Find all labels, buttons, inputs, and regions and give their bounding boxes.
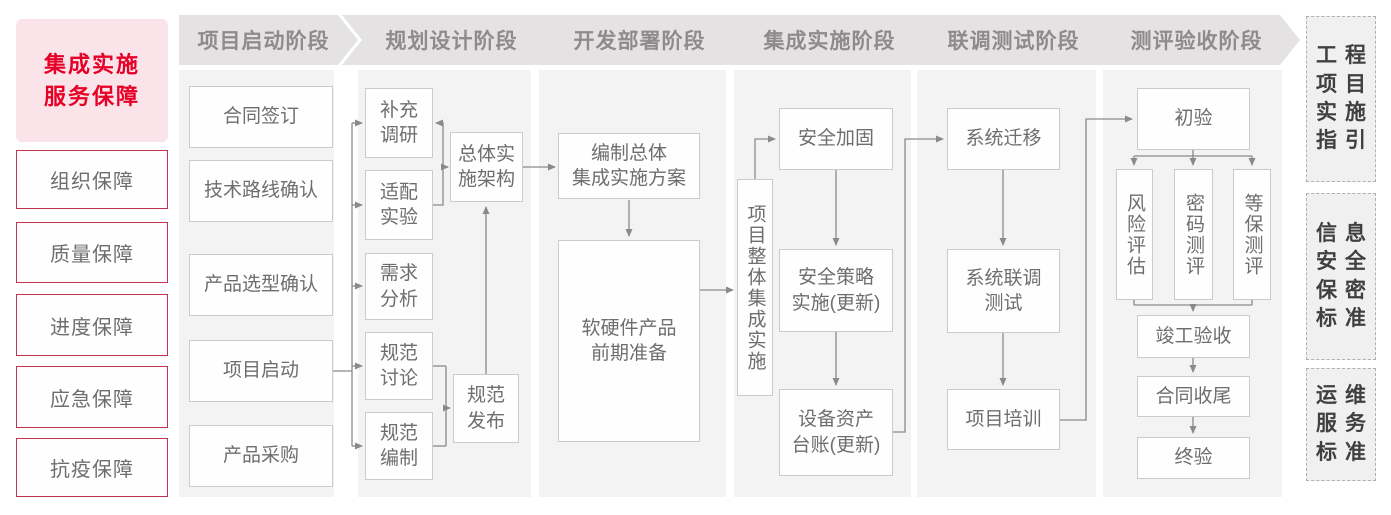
node-project-training: 项目培训 [947,389,1060,450]
node-crypto-evaluation: 密码测评 [1174,169,1213,300]
phase-header-planning-design: 规划设计阶段 [342,15,555,65]
node-system-joint-debug-test: 系统联调 测试 [947,249,1060,333]
node-product-selection-confirm: 产品选型确认 [189,254,333,316]
guard-item-epidemic: 抗疫保障 [16,438,168,497]
node-mlps-evaluation: 等保测评 [1233,169,1271,300]
node-project-kickoff: 项目启动 [189,340,333,402]
node-product-procurement: 产品采购 [189,425,333,487]
node-overall-integration-impl: 项目整体集成实施 [737,179,773,396]
standard-om-service: 运维 服务 标准 [1306,368,1376,481]
node-initial-acceptance: 初验 [1137,88,1250,150]
node-asset-ledger: 设备资产 台账(更新) [779,389,893,476]
standard-engineering-project-guide: 工程 项目 实施 指引 [1306,16,1376,182]
node-contract-signing: 合同签订 [189,86,333,148]
node-overall-impl-architecture: 总体实 施架构 [450,132,523,202]
node-tech-route-confirm: 技术路线确认 [189,160,333,222]
phase-header-development-deployment: 开发部署阶段 [523,15,750,65]
node-compile-overall-plan: 编制总体 集成实施方案 [558,133,700,199]
node-spec-discussion: 规范 讨论 [365,332,433,400]
guard-item-organization: 组织保障 [16,150,168,209]
phase-header-project-kickoff: 项目启动阶段 [179,15,358,65]
node-security-policy-impl: 安全策略 实施(更新) [779,249,893,332]
node-hw-sw-preparation: 软硬件产品 前期准备 [558,240,700,442]
node-contract-closure: 合同收尾 [1137,376,1250,417]
sidebar-title-integration-service-guarantee: 集成实施 服务保障 [16,19,168,142]
node-requirement-analysis: 需求 分析 [365,253,433,320]
node-final-acceptance: 终验 [1137,437,1250,479]
phase-header-integration-implementation: 集成实施阶段 [718,15,935,65]
node-security-hardening: 安全加固 [779,108,893,170]
node-adaptation-experiment: 适配 实验 [365,170,433,240]
standard-info-security-confidentiality: 信息 安全 保密 标准 [1306,193,1376,360]
node-supplementary-research: 补充 调研 [365,88,433,158]
guard-item-emergency: 应急保障 [16,366,168,428]
node-risk-assessment: 风险评估 [1116,169,1153,300]
node-system-migration: 系统迁移 [947,108,1060,170]
node-spec-compilation: 规范 编制 [365,412,433,480]
node-spec-release: 规范 发布 [453,374,519,443]
node-completion-acceptance: 竣工验收 [1137,315,1250,358]
phase-header-evaluation-acceptance: 测评验收阶段 [1087,15,1300,65]
guard-item-quality: 质量保障 [16,222,168,283]
phase-header-joint-debug-test: 联调测试阶段 [901,15,1120,65]
guard-item-schedule: 进度保障 [16,294,168,356]
